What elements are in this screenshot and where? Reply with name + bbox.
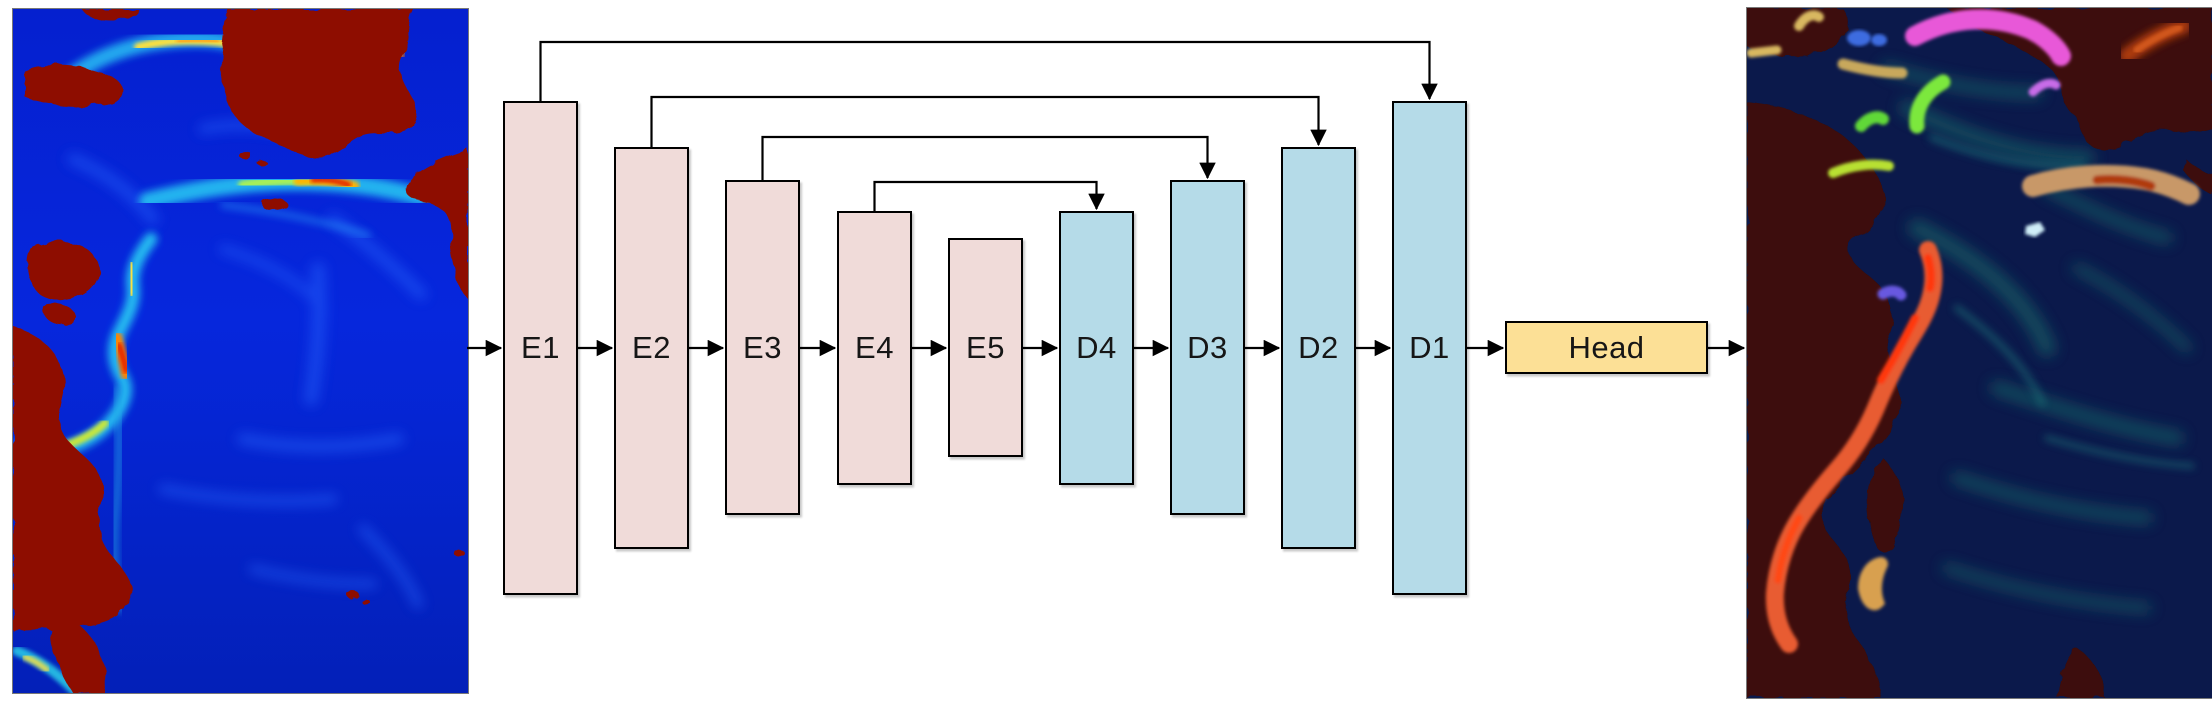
decoder-block-d1: D1 <box>1392 101 1467 595</box>
skip-e3-d3 <box>761 135 1216 181</box>
block-label: E5 <box>966 329 1005 365</box>
block-label: E1 <box>521 330 560 365</box>
skip-e1-d1 <box>539 40 1438 102</box>
block-label: E3 <box>743 329 782 365</box>
block-label: E4 <box>855 330 894 365</box>
block-label: D2 <box>1298 330 1339 365</box>
decoder-block-d2: D2 <box>1281 147 1356 549</box>
skip-e4-d4 <box>873 180 1105 212</box>
head-block: Head <box>1505 321 1708 374</box>
output-segmentation-image <box>1746 7 2212 699</box>
block-label: Head <box>1568 329 1645 365</box>
block-label: D3 <box>1187 329 1228 365</box>
skip-e2-d2 <box>650 95 1327 148</box>
block-label: D4 <box>1076 330 1117 365</box>
encoder-block-e5: E5 <box>948 238 1023 457</box>
encoder-block-e1: E1 <box>503 101 578 595</box>
input-current-map-image <box>12 8 469 694</box>
block-label: E2 <box>632 330 671 365</box>
block-label: D1 <box>1409 330 1450 365</box>
encoder-block-e2: E2 <box>614 147 689 549</box>
decoder-block-d3: D3 <box>1170 180 1245 515</box>
encoder-block-e3: E3 <box>725 180 800 515</box>
encoder-block-e4: E4 <box>837 211 912 485</box>
decoder-block-d4: D4 <box>1059 211 1134 485</box>
